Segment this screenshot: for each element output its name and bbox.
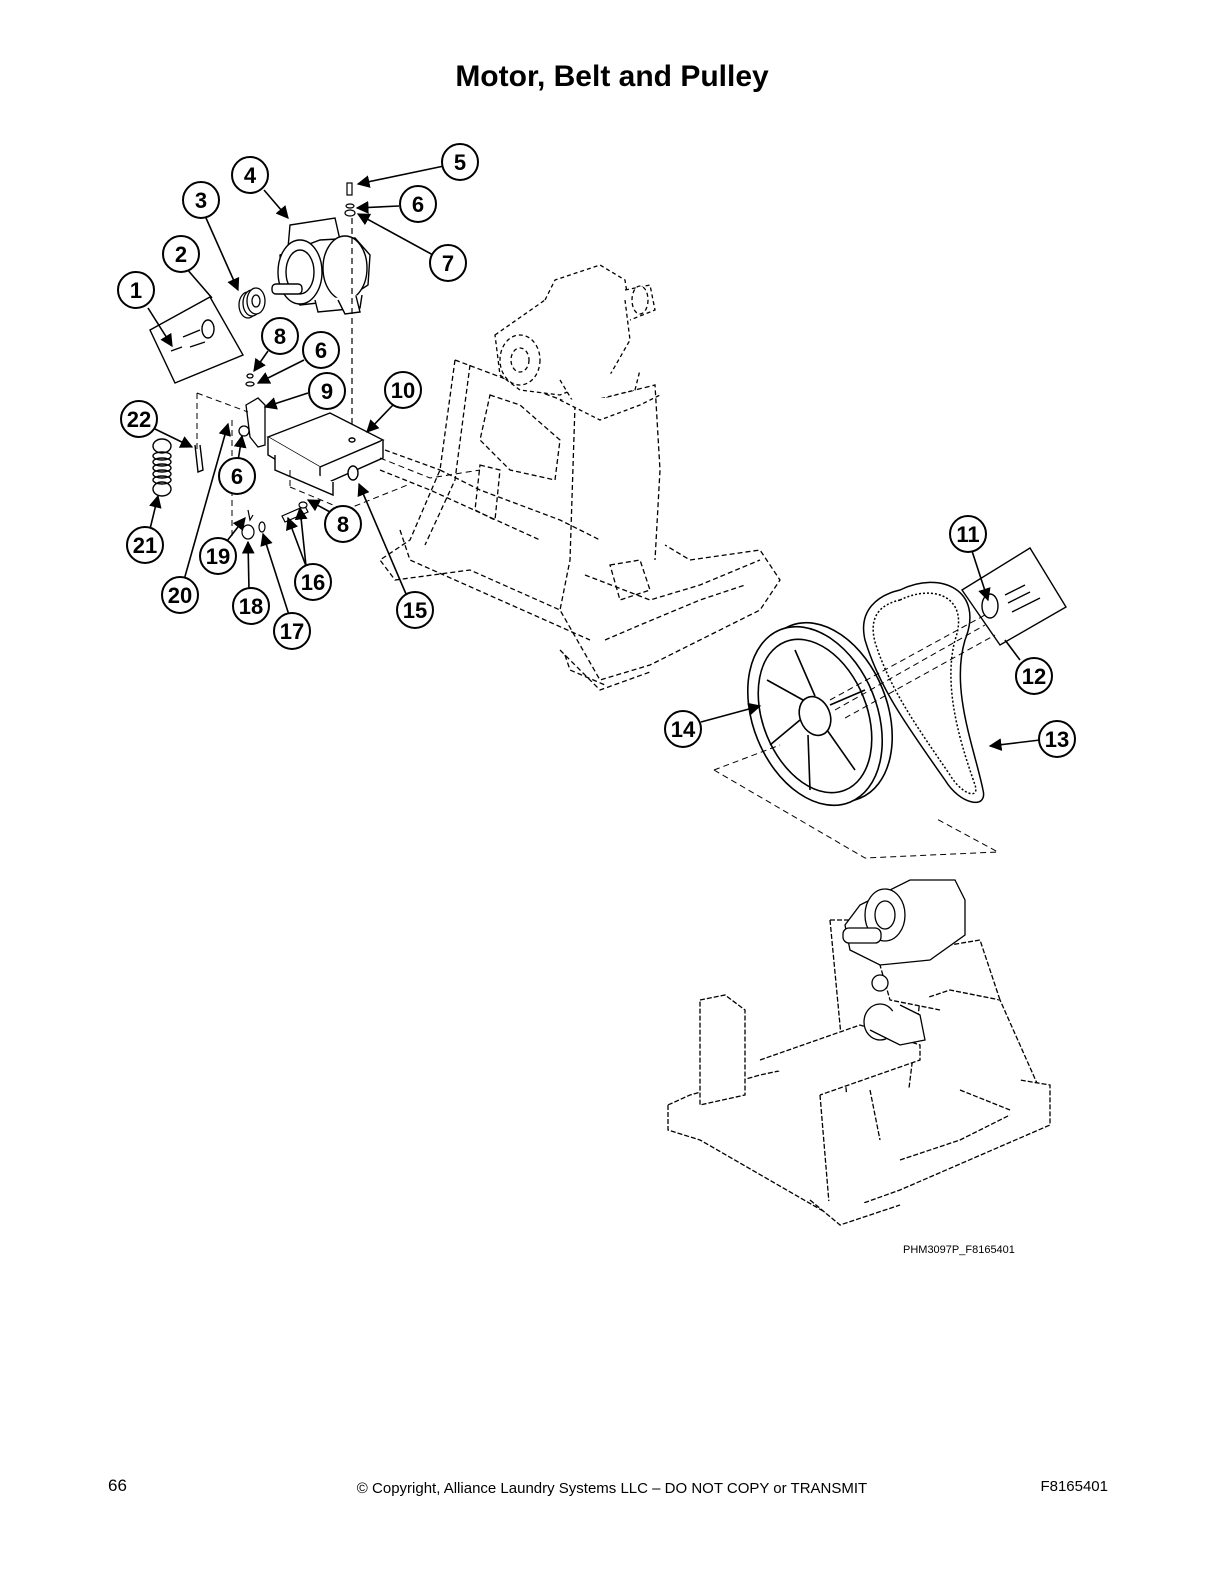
callout-19: 19 <box>199 537 237 575</box>
callout-label: 12 <box>1022 664 1046 689</box>
callout-6: 6 <box>399 185 437 223</box>
callout-9: 9 <box>308 372 346 410</box>
callout-label: 2 <box>175 242 187 267</box>
callout-6c: 6 <box>218 457 256 495</box>
callout-label: 10 <box>391 378 415 403</box>
callout-label: 18 <box>239 594 263 619</box>
callout-label: 7 <box>442 251 454 276</box>
motor-pulley <box>238 287 266 319</box>
driven-hub-kit <box>961 547 1067 646</box>
motor <box>271 217 371 315</box>
lower-frame <box>667 919 1051 1226</box>
callout-label: 22 <box>127 407 151 432</box>
bracket <box>238 373 266 448</box>
upper-frame <box>379 359 781 691</box>
callout-label: 11 <box>956 522 979 547</box>
pulley-hub-kit <box>149 296 245 384</box>
callout-15: 15 <box>396 591 434 629</box>
lower-bearing-housing <box>842 879 966 1046</box>
callout-2: 2 <box>162 235 200 273</box>
drawing-code: PHM3097P_F8165401 <box>903 1244 1015 1256</box>
shaft-alignment-lines <box>713 614 1000 859</box>
callout-label: 4 <box>244 163 257 188</box>
callout-label: 5 <box>454 150 466 175</box>
callout-label: 6 <box>412 192 424 217</box>
callout-label: 13 <box>1045 727 1069 752</box>
callout-label: 15 <box>403 598 427 623</box>
driven-pulley <box>746 621 894 807</box>
callout-label: 8 <box>274 324 286 349</box>
callout-3: 3 <box>182 181 220 219</box>
callout-7: 7 <box>429 244 467 282</box>
callout-label: 6 <box>315 338 327 363</box>
callout-4: 4 <box>231 156 269 194</box>
callout-label: 20 <box>168 583 192 608</box>
motor-plate <box>266 412 385 497</box>
callout-10: 10 <box>384 371 422 409</box>
callout-label: 14 <box>671 717 696 742</box>
callout-13: 13 <box>1038 720 1076 758</box>
document-number: F8165401 <box>1040 1478 1108 1495</box>
callout-1: 1 <box>117 271 155 309</box>
callout-label: 9 <box>321 379 333 404</box>
callout-label: 3 <box>195 188 207 213</box>
callout-12: 12 <box>1015 657 1053 695</box>
leader-lines <box>147 165 1041 751</box>
motor-bolt <box>344 182 356 440</box>
upper-bearing-housing <box>494 264 661 421</box>
callout-14: 14 <box>664 710 702 748</box>
callout-label: 21 <box>133 533 157 558</box>
callout-21: 21 <box>126 526 164 564</box>
adjusting-rod-hardware <box>241 501 309 540</box>
callout-label: 19 <box>206 544 230 569</box>
callout-20: 20 <box>161 576 199 614</box>
callout-16: 16 <box>294 563 332 601</box>
callout-6b: 6 <box>302 331 340 369</box>
callout-5: 5 <box>441 143 479 181</box>
drive-belt <box>862 581 985 804</box>
callout-8b: 8 <box>324 505 362 543</box>
callout-label: 8 <box>337 512 349 537</box>
page-title: Motor, Belt and Pulley <box>455 60 769 93</box>
callout-label: 16 <box>301 570 325 595</box>
callout-label: 17 <box>280 619 304 644</box>
tension-spring <box>152 438 204 497</box>
copyright-notice: © Copyright, Alliance Laundry Systems LL… <box>356 1480 868 1497</box>
callout-22: 22 <box>120 400 158 438</box>
callout-label: 1 <box>130 278 142 303</box>
callout-8: 8 <box>261 317 299 355</box>
callout-17: 17 <box>273 612 311 650</box>
callout-11: 11 <box>949 515 987 553</box>
callout-18: 18 <box>232 587 270 625</box>
page-number: 66 <box>108 1476 127 1495</box>
callout-label: 6 <box>231 464 243 489</box>
